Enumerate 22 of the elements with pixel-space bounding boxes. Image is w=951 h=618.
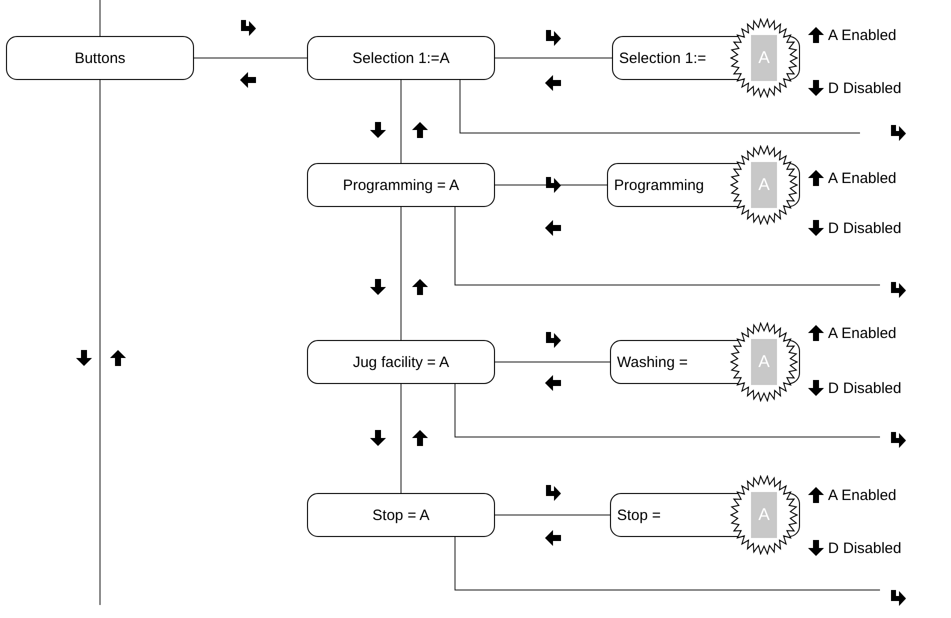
connector-line [454, 384, 880, 438]
status-label: D Disabled [828, 380, 902, 397]
connector-line [460, 80, 860, 134]
connector-line [400, 206, 402, 340]
status-label: D Disabled [828, 220, 902, 237]
status-label: A Enabled [828, 170, 896, 187]
menu-box: Jug facility = A [307, 340, 495, 384]
status-label: A Enabled [828, 27, 896, 44]
status-label: D Disabled [828, 540, 902, 557]
menu-box: Selection 1:=A [307, 36, 495, 80]
connector-line [494, 184, 608, 186]
status-label: D Disabled [828, 80, 902, 97]
connector-line [400, 384, 402, 494]
menu-box: Stop = A [307, 493, 495, 537]
status-label: A Enabled [828, 487, 896, 504]
connector-line [400, 80, 402, 164]
connector-line [494, 514, 610, 516]
status-label: A Enabled [828, 325, 896, 342]
menu-box: Programming = A [307, 163, 495, 207]
connector-line [454, 206, 880, 286]
menu-box: Buttons [6, 36, 194, 80]
connector-line [454, 536, 880, 590]
